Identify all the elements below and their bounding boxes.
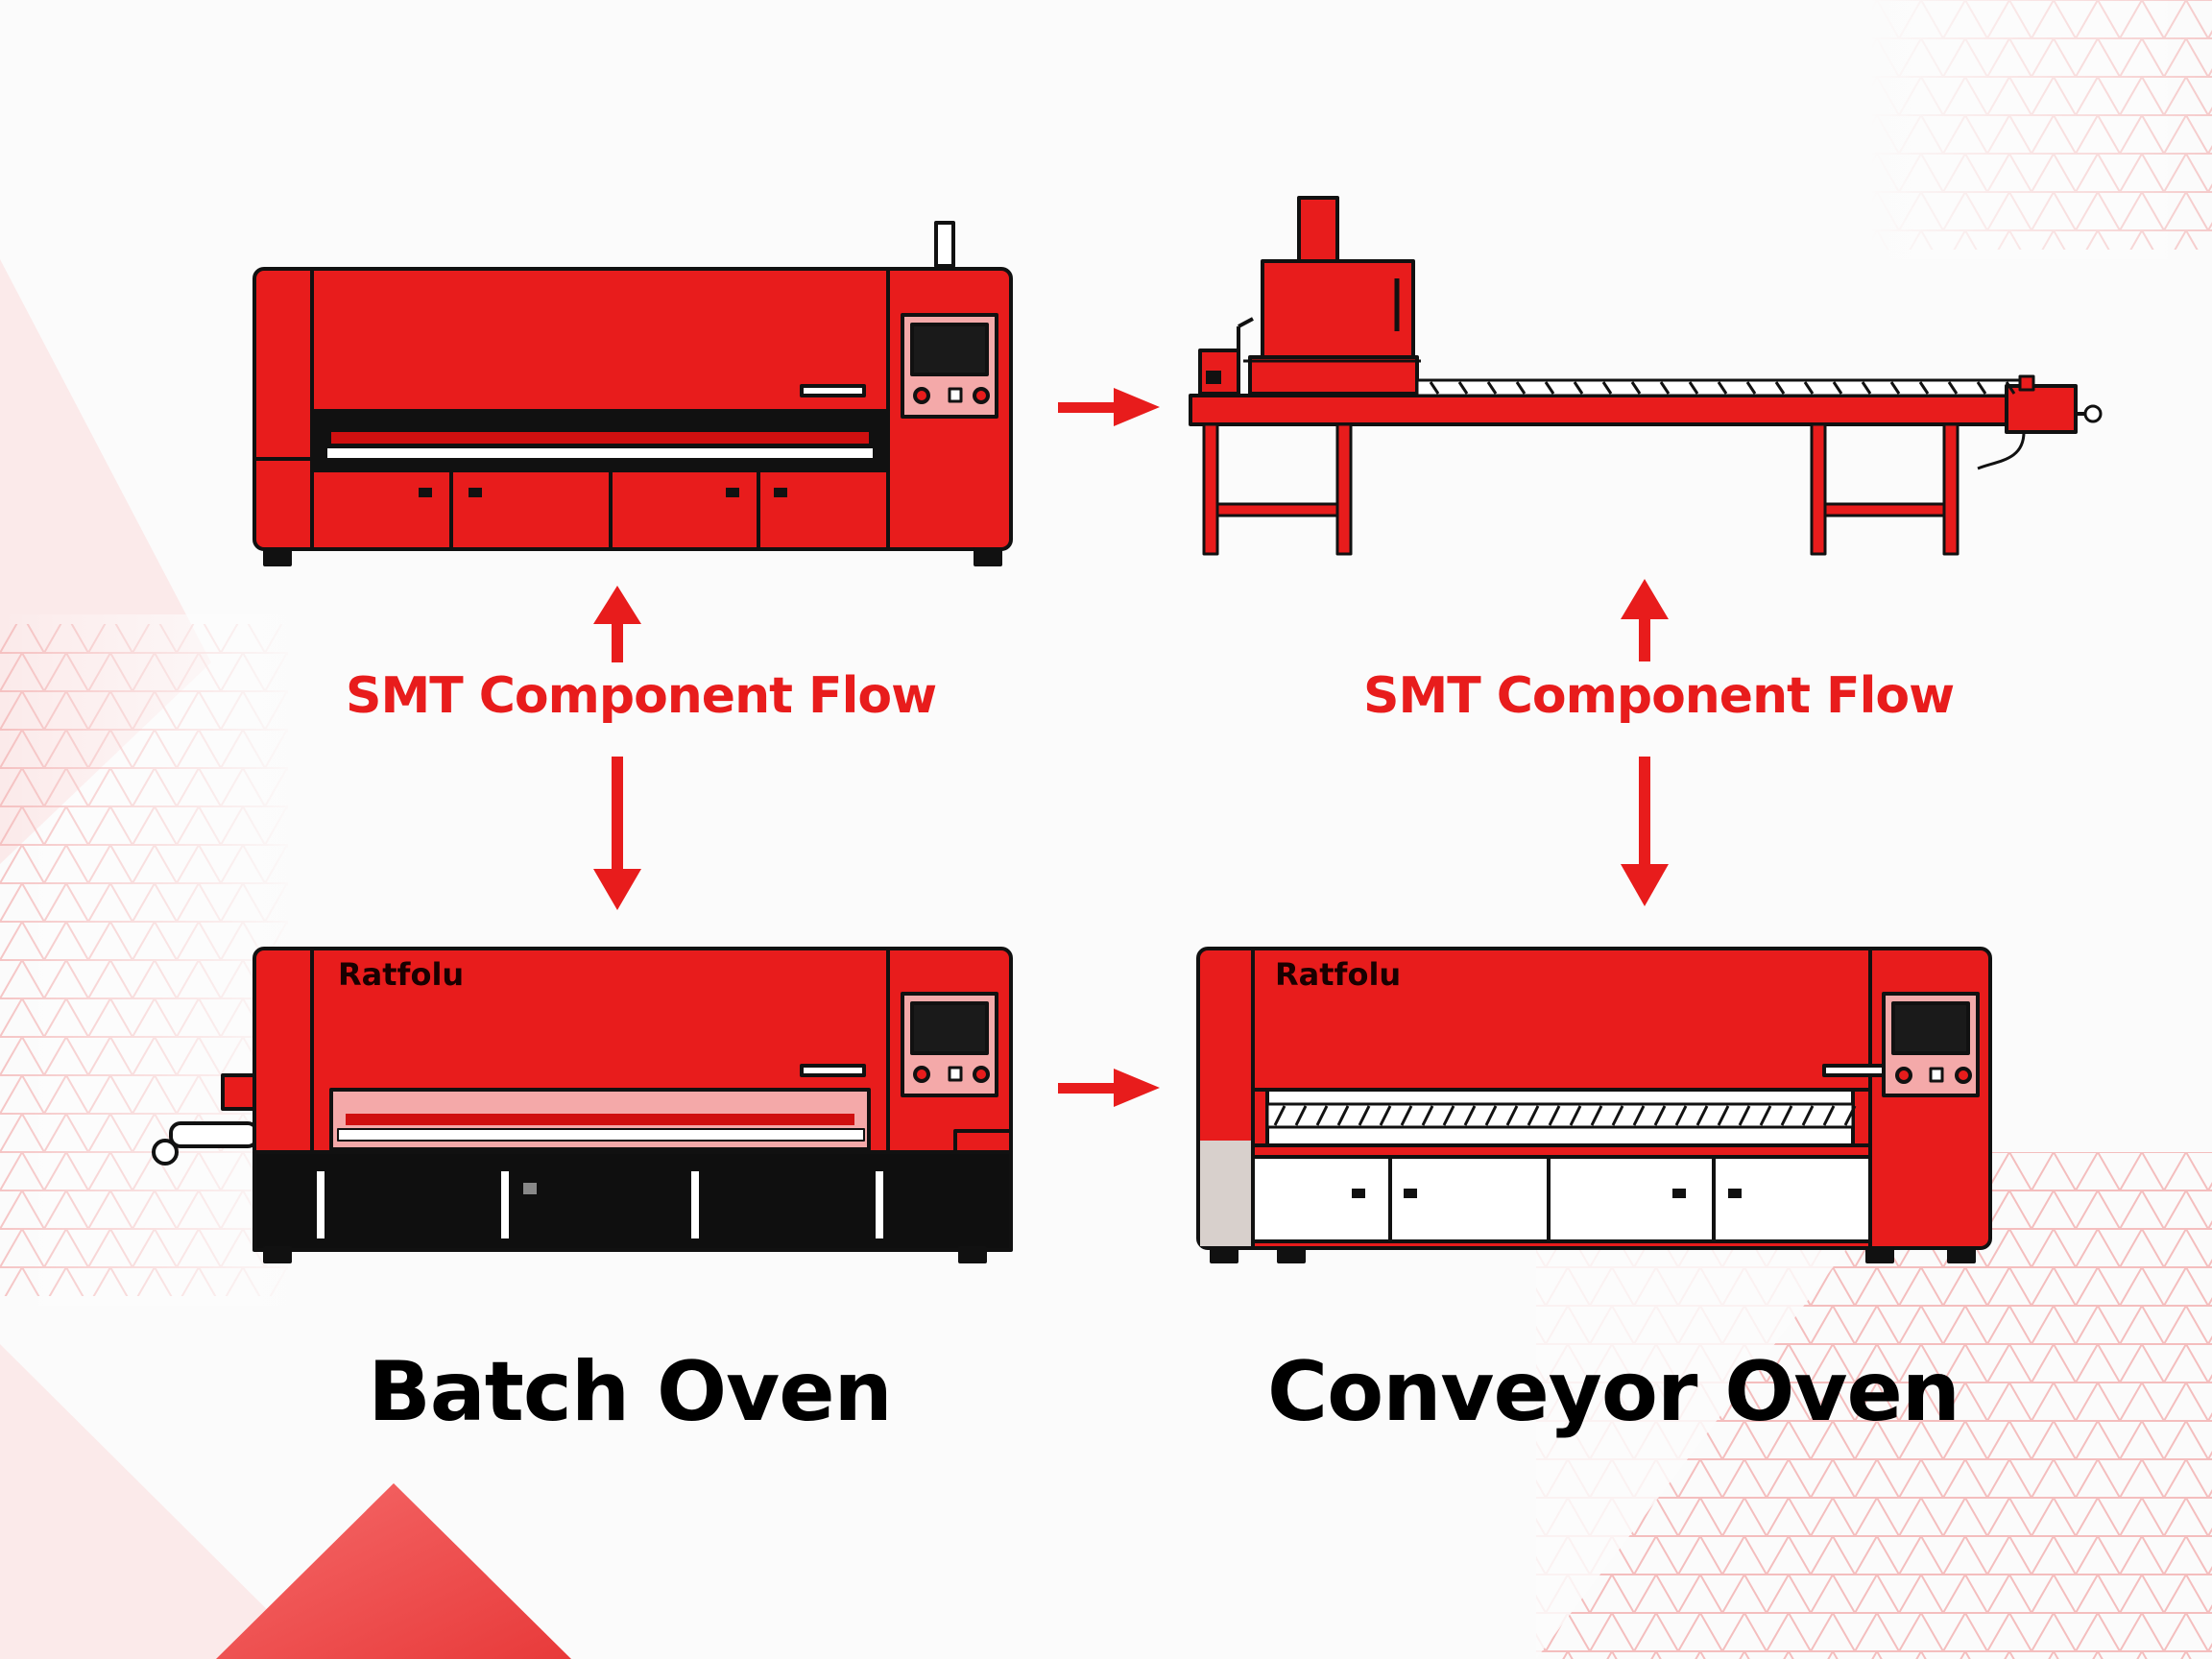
conveyor-top-illustration — [1189, 196, 2103, 556]
conveyor-roller — [1515, 381, 1527, 395]
belt-slat — [1780, 1105, 1793, 1126]
conveyor-roller — [1976, 381, 1987, 395]
conveyor-roller — [1947, 381, 1959, 395]
belt-slat — [1421, 1105, 1434, 1126]
conveyor-roller — [1861, 381, 1872, 395]
conveyor-roller — [1717, 381, 1728, 395]
arrow-right-icon — [1058, 1069, 1160, 1107]
belt-slat — [1358, 1105, 1371, 1126]
batch-oven-bottom-illustration — [152, 947, 1013, 1263]
belt-slat — [1336, 1105, 1350, 1126]
conveyor-roller — [1429, 381, 1440, 395]
belt-slat — [1294, 1105, 1308, 1126]
belt-slat — [1442, 1105, 1455, 1126]
belt-slat — [1273, 1105, 1286, 1126]
belt-slat — [1738, 1105, 1751, 1126]
belt-slat — [1759, 1105, 1772, 1126]
conveyor-roller — [1688, 381, 1699, 395]
conveyor-roller — [1573, 381, 1584, 395]
belt-slat — [1801, 1105, 1815, 1126]
belt-slat — [1548, 1105, 1561, 1126]
conveyor-roller — [1659, 381, 1671, 395]
conveyor-roller — [1889, 381, 1901, 395]
batch-oven-title: Batch Oven — [368, 1344, 893, 1440]
arrow-down-icon — [593, 757, 641, 910]
belt-slat — [1632, 1105, 1646, 1126]
brand-logo-left: Ratfolu — [338, 956, 465, 993]
belt-slat — [1527, 1105, 1540, 1126]
belt-slat — [1463, 1105, 1477, 1126]
belt-slat — [1379, 1105, 1392, 1126]
conveyor-roller — [1457, 381, 1469, 395]
arrow-down-icon — [1621, 757, 1669, 906]
arrow-up-icon — [1621, 579, 1669, 661]
belt-slat — [1569, 1105, 1582, 1126]
arrow-up-icon — [593, 586, 641, 662]
conveyor-roller — [1486, 381, 1498, 395]
belt-slat — [1674, 1105, 1688, 1126]
belt-slat — [1611, 1105, 1624, 1126]
brand-logo-right: Ratfolu — [1275, 956, 1402, 993]
arrow-right-icon — [1058, 388, 1160, 426]
belt-slat — [1653, 1105, 1667, 1126]
belt-slat — [1822, 1105, 1836, 1126]
flow-label-left: SMT Component Flow — [346, 667, 937, 725]
conveyor-roller — [1918, 381, 1930, 395]
conveyor-oven-title: Conveyor Oven — [1267, 1344, 1960, 1440]
belt-slat — [1717, 1105, 1730, 1126]
belt-slat — [1400, 1105, 1413, 1126]
batch-oven-top-illustration — [252, 221, 1013, 566]
conveyor-roller — [1832, 381, 1843, 395]
conveyor-roller — [1630, 381, 1642, 395]
belt-slat — [1695, 1105, 1709, 1126]
conveyor-roller — [2005, 381, 2016, 395]
belt-slat — [1590, 1105, 1603, 1126]
flow-label-right: SMT Component Flow — [1363, 667, 1955, 725]
conveyor-oven-bottom-illustration — [1196, 947, 1992, 1263]
conveyor-roller — [1774, 381, 1786, 395]
conveyor-roller — [1544, 381, 1555, 395]
belt-slat — [1484, 1105, 1498, 1126]
belt-slat — [1505, 1105, 1519, 1126]
conveyor-roller — [1745, 381, 1757, 395]
belt-slat — [1315, 1105, 1329, 1126]
belt-slat — [1843, 1105, 1857, 1126]
conveyor-roller — [1601, 381, 1613, 395]
conveyor-roller — [1803, 381, 1815, 395]
